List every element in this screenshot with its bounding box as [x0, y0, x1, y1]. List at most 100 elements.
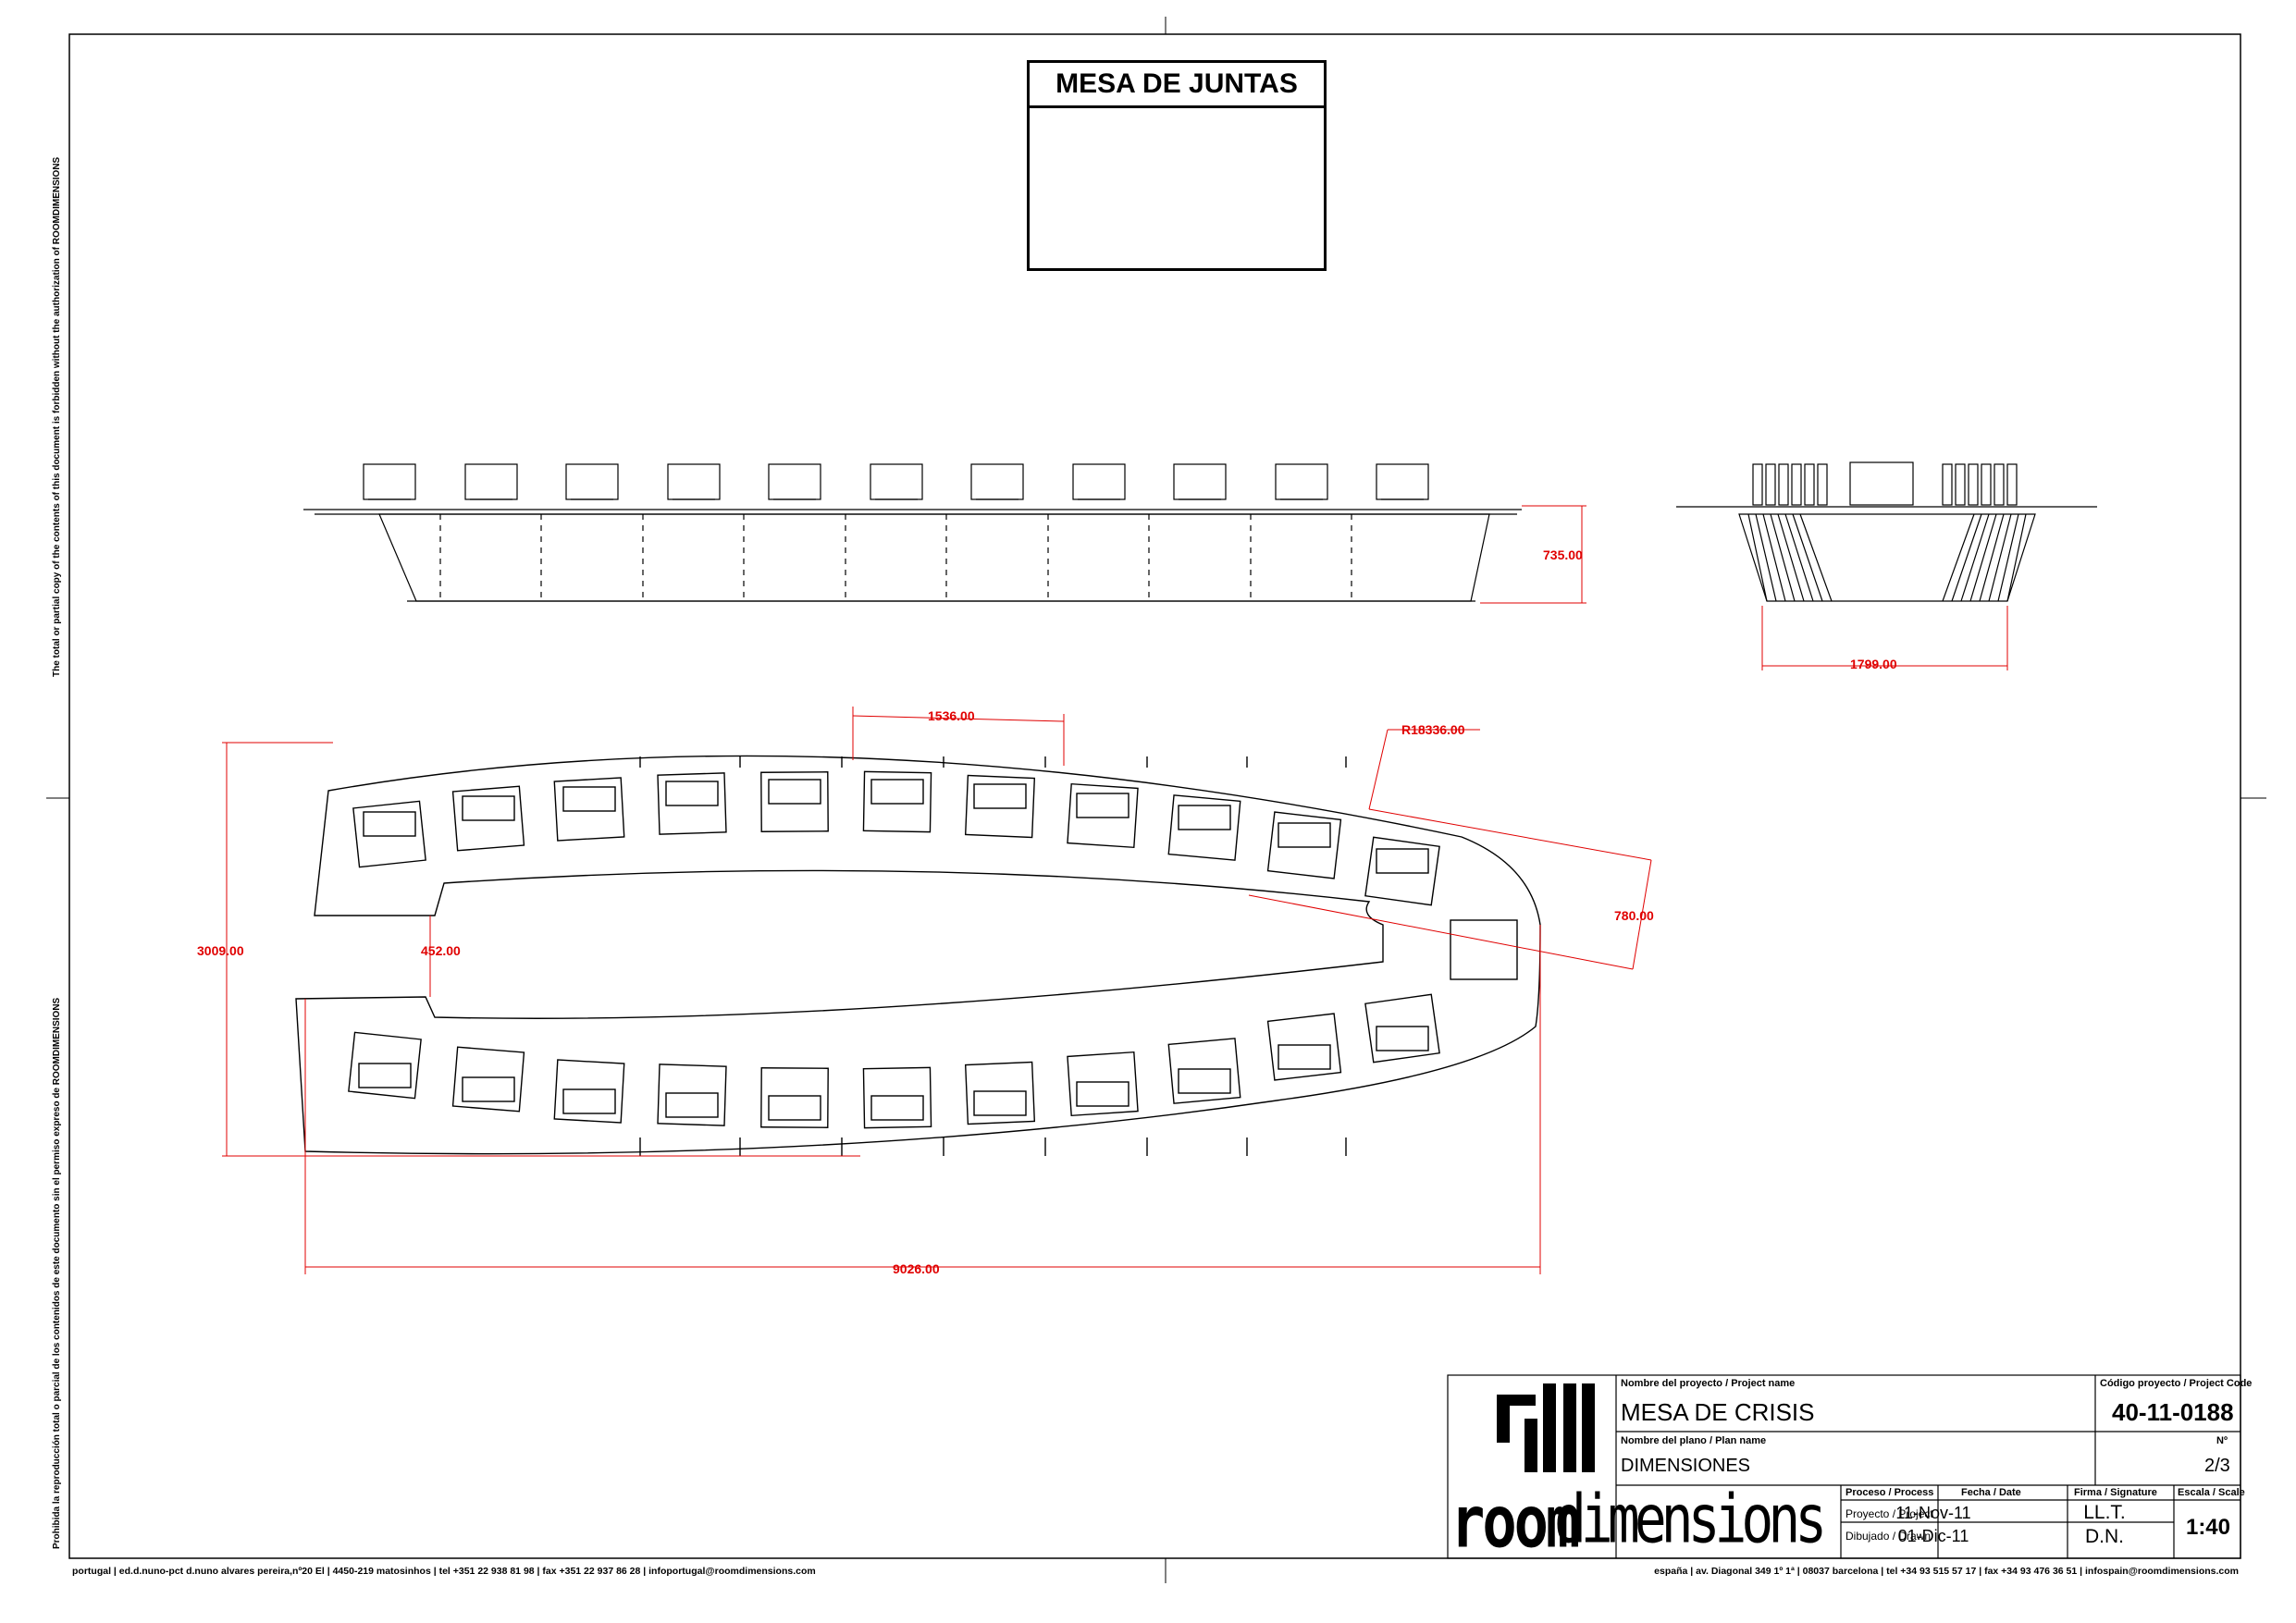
keyboard-top-10: [1278, 822, 1331, 848]
end-right-panel-2: [1988, 513, 2012, 602]
end-right-panel-1: [1997, 513, 2019, 602]
date-label: Fecha / Date: [1961, 1487, 2021, 1498]
end-monitor-right-4: [1994, 463, 2005, 506]
keyboard-top-9: [1178, 805, 1231, 830]
end-elevation-view: [1676, 461, 2097, 602]
keyboard-bottom-2: [462, 1076, 515, 1102]
end-monitor-left-2: [1778, 463, 1789, 506]
keyboard-bottom-7: [973, 1090, 1027, 1116]
footer-spain: españa | av. Diagonal 349 1º 1ª | 08037 …: [1654, 1566, 2239, 1577]
drawn-date: 01-Dic-11: [1897, 1527, 1969, 1545]
number-label: Nº: [2216, 1435, 2228, 1446]
dimension-lines: [222, 505, 2008, 1274]
dim-overall-length: 9026.00: [893, 1261, 940, 1276]
keyboard-top-8: [1076, 793, 1129, 818]
seat-bottom-1: [348, 1031, 422, 1100]
logo-room: room: [1450, 1480, 1580, 1565]
keyboard-bottom-5: [768, 1095, 821, 1121]
monitor-9: [1173, 463, 1227, 500]
keyboard-top-2: [462, 795, 515, 821]
scale-label: Escala / Scale: [2178, 1487, 2245, 1498]
copyright-note-english: The total or partial copy of the content…: [52, 156, 62, 677]
end-right-panel-6: [1951, 513, 1982, 602]
end-right-panel-4: [1969, 513, 1997, 602]
seat-bottom-10: [1266, 1013, 1342, 1081]
end-right-panel-3: [1979, 513, 2005, 602]
seat-bottom-2: [451, 1046, 525, 1113]
keyboard-bottom-10: [1278, 1044, 1331, 1070]
end-left-panel-0: [1747, 513, 1768, 602]
seat-bottom-7: [964, 1061, 1036, 1125]
seat-bottom-5: [760, 1067, 829, 1128]
plan-name-label: Nombre del plano / Plan name: [1621, 1435, 1767, 1446]
keyboard-top-6: [870, 779, 924, 805]
monitor-6: [870, 463, 923, 500]
end-monitor-left-3: [1791, 463, 1802, 506]
side-elevation-view: [303, 463, 1522, 602]
keyboard-top-11: [1376, 848, 1429, 874]
project-row-label: Proyecto / Project: [1845, 1507, 1933, 1520]
seat-top-10: [1266, 811, 1342, 879]
end-right-panel-5: [1960, 513, 1990, 602]
seat-top-4: [657, 772, 727, 835]
seat-top-3: [553, 777, 625, 842]
seat-bottom-11: [1364, 993, 1440, 1064]
drawn-row-label: Dibujado / Drawn: [1845, 1530, 1932, 1543]
plan-name: DIMENSIONES: [1621, 1456, 1751, 1476]
footer-portugal: portugal | ed.d.nuno-pct d.nuno alvares …: [72, 1566, 816, 1577]
keyboard-top-5: [768, 779, 821, 805]
seat-bottom-9: [1167, 1038, 1241, 1104]
end-left-panel-3: [1770, 513, 1796, 602]
seat-top-2: [451, 785, 525, 852]
project-date: 11-Nov-11: [1895, 1504, 1971, 1522]
end-body-outline: [1738, 513, 2036, 602]
dim-depth: 780.00: [1614, 908, 1654, 923]
project-name-label: Nombre del proyecto / Project name: [1621, 1378, 1796, 1389]
seat-top-6: [862, 770, 932, 833]
end-right-panel-0: [2006, 513, 2027, 602]
dim-overall-depth: 3009.00: [197, 943, 244, 958]
project-code-label: Código proyecto / Project Code: [2100, 1378, 2253, 1389]
end-monitor-left-4: [1804, 463, 1815, 506]
project-signature: LL.T.: [2083, 1502, 2126, 1523]
end-monitor-right-5: [2006, 463, 2018, 506]
dim-gap: 452.00: [421, 943, 461, 958]
seat-top-5: [760, 771, 829, 832]
drawn-signature: D.N.: [2085, 1526, 2124, 1547]
end-right-panel-7: [1942, 513, 1975, 602]
dim-line-seat-pitch: [852, 715, 1065, 722]
monitor-10: [1275, 463, 1328, 500]
keyboard-bottom-3: [562, 1088, 616, 1114]
end-monitor-left-1: [1765, 463, 1776, 506]
keyboard-bottom-8: [1076, 1081, 1129, 1107]
monitor-5: [768, 463, 821, 500]
logo-dimensions: dimensions: [1554, 1480, 1827, 1558]
end-left-panel-5: [1784, 513, 1814, 602]
keyboard-top-3: [562, 786, 616, 812]
copyright-note-spanish: Prohibida la reproducción total o parcia…: [52, 997, 62, 1549]
keyboard-top-1: [363, 811, 416, 837]
end-monitor-right-0: [1942, 463, 1953, 506]
keyboard-bottom-11: [1376, 1026, 1429, 1051]
seat-end: [1450, 919, 1518, 980]
keyboard-bottom-1: [358, 1063, 412, 1088]
seat-bottom-6: [862, 1066, 932, 1129]
end-monitor-left-0: [1752, 463, 1763, 506]
end-monitor-right-2: [1968, 463, 1979, 506]
project-name: MESA DE CRISIS: [1621, 1398, 1815, 1426]
dim-ext-depth-bottom: [1248, 894, 1634, 970]
end-left-panel-7: [1799, 513, 1833, 602]
monitor-7: [970, 463, 1024, 500]
end-monitor-left-5: [1817, 463, 1828, 506]
end-monitor: [1849, 461, 1914, 506]
end-left-panel-2: [1762, 513, 1786, 602]
keyboard-bottom-4: [665, 1092, 719, 1118]
monitor-1: [363, 463, 416, 500]
dim-width-end: 1799.00: [1850, 657, 1897, 671]
dim-seat-pitch: 1536.00: [928, 708, 975, 723]
table-outline: [295, 755, 1541, 1155]
end-left-panel-6: [1792, 513, 1823, 602]
title-block-grid: [1447, 1374, 2241, 1559]
dim-leader-radius: [1368, 729, 1389, 810]
seat-top-11: [1364, 836, 1440, 906]
